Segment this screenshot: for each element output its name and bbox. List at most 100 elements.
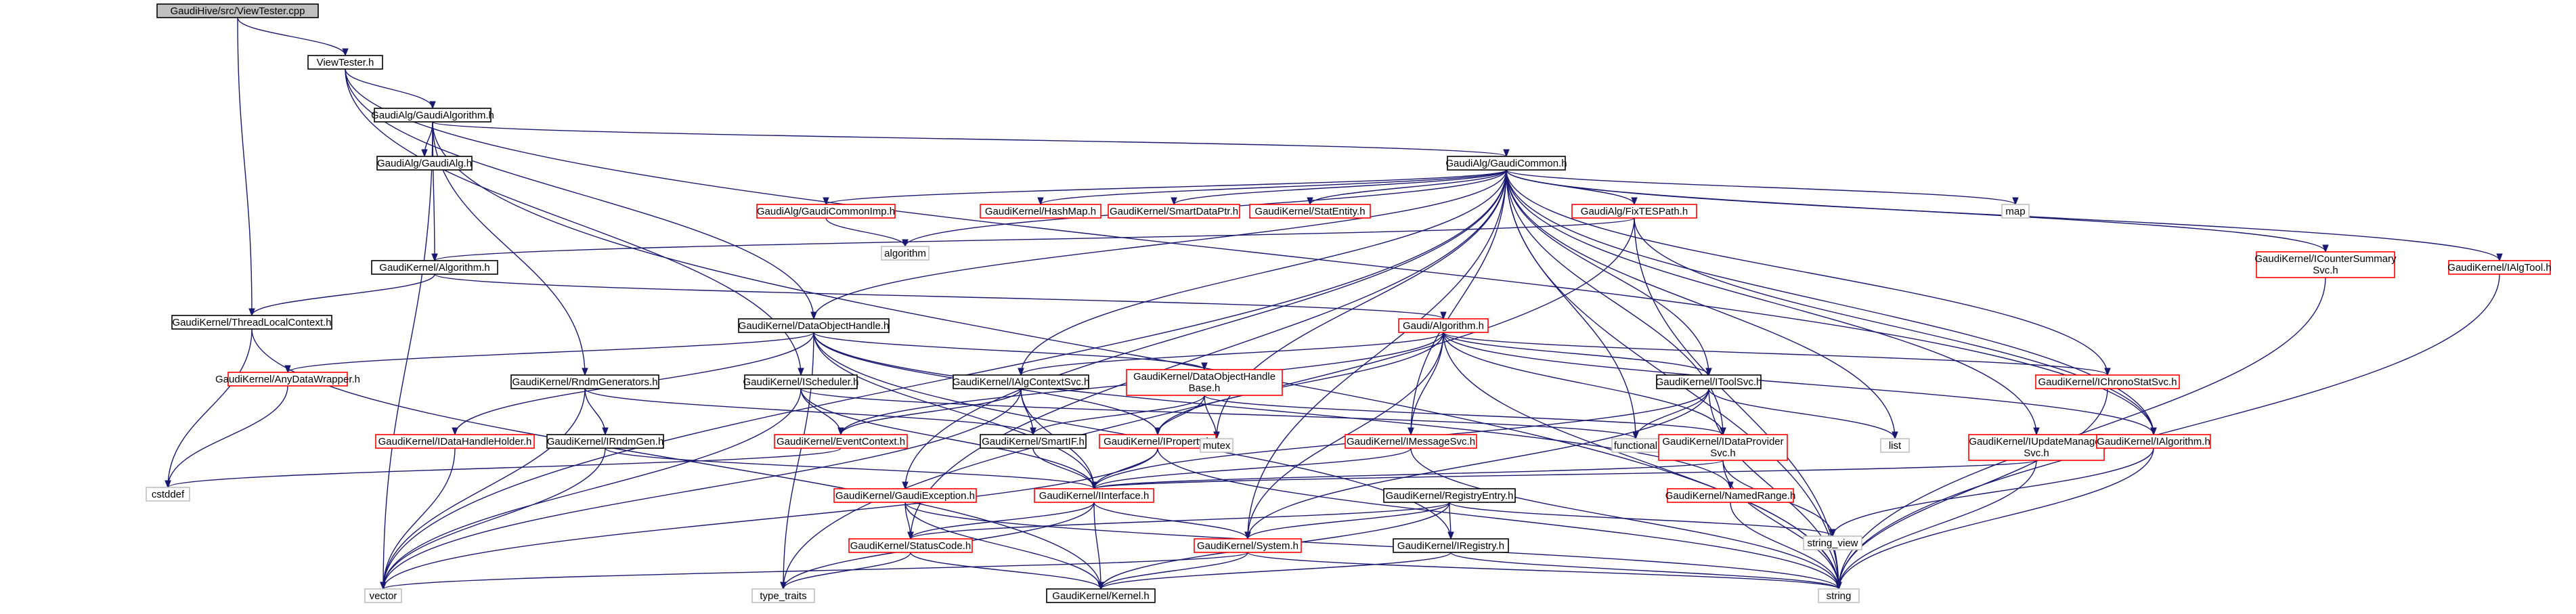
edge-line	[605, 447, 1095, 489]
node-list[interactable]: list	[1880, 438, 1910, 453]
node-functional[interactable]: functional	[1611, 438, 1660, 453]
node-fixtespath[interactable]: GaudiAlg/FixTESPath.h	[1571, 204, 1697, 219]
edge-line	[910, 502, 1095, 540]
edge-fixtespath-to-ialgorithm	[1634, 217, 2157, 436]
node-label: GaudiKernel/RndmGenerators.h	[512, 376, 657, 388]
node-box	[307, 55, 383, 70]
node-kernel[interactable]: GaudiKernel/Kernel.h	[1046, 588, 1156, 603]
arrowhead	[1440, 311, 1447, 320]
node-box	[848, 538, 973, 553]
node-system[interactable]: GaudiKernel/System.h	[1194, 538, 1302, 553]
node-string[interactable]: string	[1818, 588, 1860, 603]
edge-dataobjecthandlebase-to-smartif	[1030, 395, 1205, 436]
node-ialgorithm[interactable]: GaudiKernel/IAlgorithm.h	[2096, 434, 2211, 449]
node-label-line: Base.h	[1189, 382, 1221, 394]
node-cstddef[interactable]: cstddef	[146, 487, 190, 502]
node-registryentry[interactable]: GaudiKernel/RegistryEntry.h	[1383, 488, 1516, 503]
node-box	[1880, 438, 1910, 453]
edge-line	[840, 388, 1022, 435]
node-hashmap[interactable]: GaudiKernel/HashMap.h	[980, 204, 1101, 219]
node-iinterface[interactable]: GaudiKernel/IInterface.h	[1034, 488, 1154, 503]
arrowhead	[2104, 368, 2111, 376]
node-gaudiexception[interactable]: GaudiKernel/GaudiException.h	[833, 488, 977, 503]
node-type_traits[interactable]: type_traits	[751, 588, 815, 603]
arrowhead	[1037, 197, 1044, 206]
edge-fixtespath-to-string	[1634, 217, 1842, 590]
node-irndmgen[interactable]: GaudiKernel/IRndmGen.h	[546, 434, 664, 449]
edge-line	[783, 332, 814, 590]
node-root: GaudiHive/src/ViewTester.cpp	[156, 3, 319, 18]
node-gaudicommonimp[interactable]: GaudiAlg/GaudiCommonImp.h	[756, 204, 896, 219]
edge-line	[1443, 332, 1724, 435]
node-iregistry[interactable]: GaudiKernel/IRegistry.h	[1393, 538, 1509, 553]
node-ialgtool[interactable]: GaudiKernel/IAlgTool.h	[2447, 260, 2552, 275]
edge-ialgorithm-to-string_view	[1829, 447, 2154, 538]
node-threadlocal[interactable]: GaudiKernel/ThreadLocalContext.h	[171, 315, 332, 330]
node-gaudi_algorithm[interactable]: Gaudi/Algorithm.h	[1398, 318, 1489, 333]
node-box	[1108, 204, 1240, 219]
node-ialgcontextsvc[interactable]: GaudiKernel/IAlgContextSvc.h	[953, 374, 1090, 389]
node-box	[756, 204, 896, 219]
node-vector[interactable]: vector	[364, 588, 402, 603]
node-imessagesvc[interactable]: GaudiKernel/IMessageSvc.h	[1345, 434, 1477, 449]
edge-line	[383, 169, 1507, 590]
edge-line	[237, 17, 253, 316]
node-ischeduler[interactable]: GaudiKernel/IScheduler.h	[743, 374, 859, 389]
edge-line	[1443, 332, 2108, 376]
edge-line	[1449, 502, 1833, 537]
edge-dataobjecthandle-to-dataobjecthandlebase	[813, 332, 1208, 371]
node-layer: GaudiHive/src/ViewTester.cppViewTester.h…	[146, 3, 2552, 603]
node-eventcontext[interactable]: GaudiKernel/EventContext.h	[774, 434, 908, 449]
edge-dataobjecthandle-to-anydatawrapper	[284, 332, 814, 374]
edge-line	[1157, 447, 1839, 590]
node-statuscode[interactable]: GaudiKernel/StatusCode.h	[848, 538, 973, 553]
node-iproperty[interactable]: GaudiKernel/IProperty.h	[1099, 434, 1217, 449]
node-namedrange[interactable]: GaudiKernel/NamedRange.h	[1665, 488, 1796, 503]
node-rndmgenerators[interactable]: GaudiKernel/RndmGenerators.h	[510, 374, 659, 389]
node-string_view[interactable]: string_view	[1803, 535, 1862, 550]
edge-layer	[165, 17, 2503, 590]
node-map[interactable]: map	[2001, 204, 2030, 219]
node-label: GaudiAlg/GaudiAlgorithm.h	[371, 110, 494, 121]
node-viewtester[interactable]: ViewTester.h	[307, 55, 383, 70]
edge-line	[1634, 217, 1839, 590]
arrowhead	[342, 48, 349, 57]
edge-line	[345, 68, 814, 320]
node-smartif[interactable]: GaudiKernel/SmartIF.h	[980, 434, 1087, 449]
edge-line	[1020, 332, 1444, 376]
node-statentity[interactable]: GaudiKernel/StatEntity.h	[1249, 204, 1371, 219]
node-label: GaudiKernel/IScheduler.h	[743, 376, 859, 388]
node-dataobjecthandle[interactable]: GaudiKernel/DataObjectHandle.h	[738, 318, 890, 333]
edge-line	[434, 217, 1635, 261]
edge-gaudi_algorithm-to-ichronostatsvc	[1443, 332, 2111, 376]
node-anydatawrapper[interactable]: GaudiKernel/AnyDataWrapper.h	[215, 372, 360, 387]
node-smartdataptr[interactable]: GaudiKernel/SmartDataPtr.h	[1108, 204, 1240, 219]
node-algorithm_std[interactable]: algorithm	[881, 246, 930, 261]
arrowhead	[2496, 253, 2503, 262]
node-box	[1803, 535, 1862, 550]
node-box	[156, 3, 319, 18]
edge-gaudialgorithm-to-vector	[380, 121, 433, 590]
node-gaudialg[interactable]: GaudiAlg/GaudiAlg.h	[376, 156, 473, 171]
node-gaudialgorithm[interactable]: GaudiAlg/GaudiAlgorithm.h	[371, 108, 494, 123]
node-idatahandleholder[interactable]: GaudiKernel/IDataHandleHolder.h	[375, 434, 535, 449]
node-box	[364, 588, 402, 603]
node-mutex[interactable]: mutex	[1200, 438, 1234, 453]
arrowhead	[1632, 431, 1639, 440]
node-label-line: GaudiKernel/DataObjectHandle	[1133, 371, 1275, 382]
node-ichronostatsvc[interactable]: GaudiKernel/IChronoStatSvc.h	[2035, 374, 2180, 389]
edge-iproperty-to-string	[1157, 447, 1842, 590]
arrowhead	[902, 481, 909, 490]
edge-iinterface-to-kernel	[1093, 502, 1104, 590]
node-label: GaudiKernel/EventContext.h	[777, 436, 905, 447]
node-label: GaudiKernel/NamedRange.h	[1665, 490, 1796, 502]
node-itoolsvc[interactable]: GaudiKernel/IToolSvc.h	[1656, 374, 1762, 389]
edge-line	[1100, 552, 1248, 590]
node-kalgorithm[interactable]: GaudiKernel/Algorithm.h	[371, 260, 498, 275]
node-gaudicommon[interactable]: GaudiAlg/GaudiCommon.h	[1445, 156, 1567, 171]
